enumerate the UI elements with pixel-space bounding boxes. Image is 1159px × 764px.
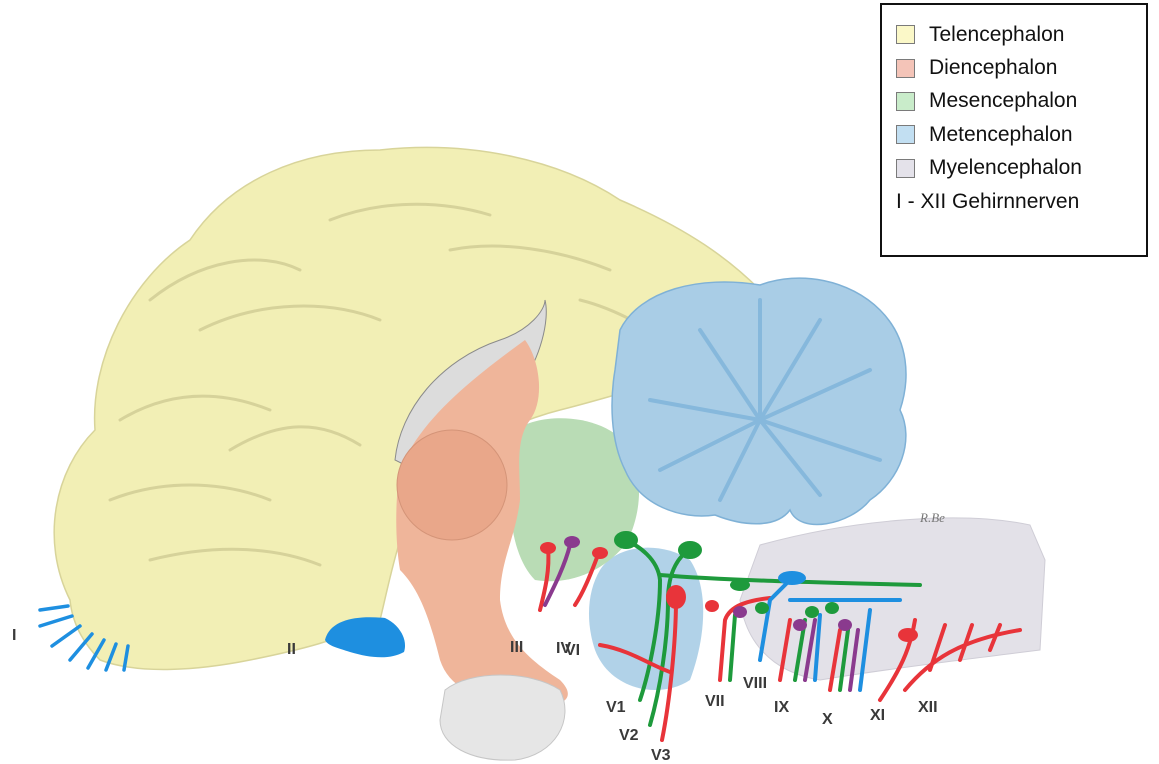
legend-item-myelencephalon: Myelencephalon — [896, 152, 1146, 185]
legend-label: Metencephalon — [929, 123, 1073, 147]
label-nerve-V2: V2 — [619, 727, 639, 744]
pons-region — [589, 548, 703, 690]
legend-item-mesencephalon: Mesencephalon — [896, 85, 1146, 118]
label-nerve-I: I — [12, 627, 16, 644]
cerebellum — [612, 278, 906, 524]
label-nerve-II: II — [287, 641, 296, 658]
legend-swatch — [896, 159, 915, 178]
pituitary-region — [440, 675, 565, 760]
legend-item-metencephalon: Metencephalon — [896, 118, 1146, 151]
legend-label: Telencephalon — [929, 23, 1064, 47]
label-nerve-XI: XI — [870, 707, 885, 724]
legend-swatch — [896, 125, 915, 144]
label-nerve-III: III — [510, 639, 523, 656]
label-nerve-VII: VII — [705, 693, 725, 710]
label-nerve-IX: IX — [774, 699, 789, 716]
legend-footer: I - XII Gehirnnerven — [896, 185, 1146, 218]
legend-swatch — [896, 92, 915, 111]
legend-swatch — [896, 59, 915, 78]
illustrator-signature: R.Be — [919, 510, 945, 525]
legend-footer-text: I - XII Gehirnnerven — [896, 190, 1079, 214]
legend: Telencephalon Diencephalon Mesencephalon… — [880, 3, 1148, 257]
label-nerve-X: X — [822, 711, 833, 728]
label-nerve-VIII: VIII — [743, 675, 767, 692]
legend-label: Myelencephalon — [929, 156, 1082, 180]
legend-item-diencephalon: Diencephalon — [896, 51, 1146, 84]
label-nerve-XII: XII — [918, 699, 938, 716]
legend-item-telencephalon: Telencephalon — [896, 18, 1146, 51]
legend-swatch — [896, 25, 915, 44]
label-nerve-V3: V3 — [651, 747, 671, 764]
thalamus — [397, 430, 507, 540]
label-nerve-V1: V1 — [606, 699, 626, 716]
legend-label: Mesencephalon — [929, 89, 1077, 113]
legend-label: Diencephalon — [929, 56, 1057, 80]
label-nerve-VI: VI — [565, 642, 580, 659]
